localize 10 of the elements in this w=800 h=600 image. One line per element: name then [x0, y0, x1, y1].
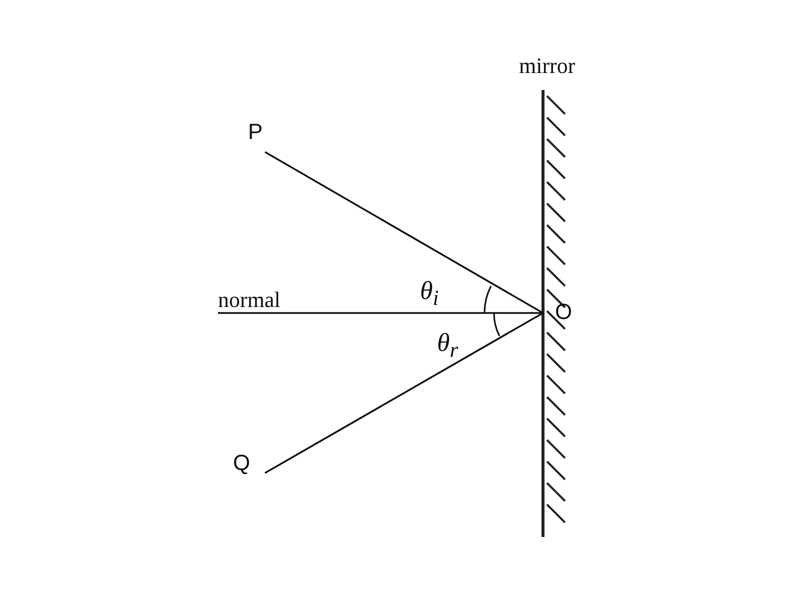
point-label: Q: [233, 452, 250, 474]
light-ray: [264, 151, 544, 314]
normal-label: normal: [218, 289, 280, 311]
light-ray: [264, 312, 544, 474]
point-label: O: [543, 301, 572, 323]
point-label: P: [248, 121, 263, 143]
angle-label: θ$_{i}$: [420, 276, 439, 312]
light-ray: [218, 312, 543, 314]
angle-label: θ$_{r}$: [437, 328, 458, 364]
mirror-label: mirror: [519, 53, 576, 79]
